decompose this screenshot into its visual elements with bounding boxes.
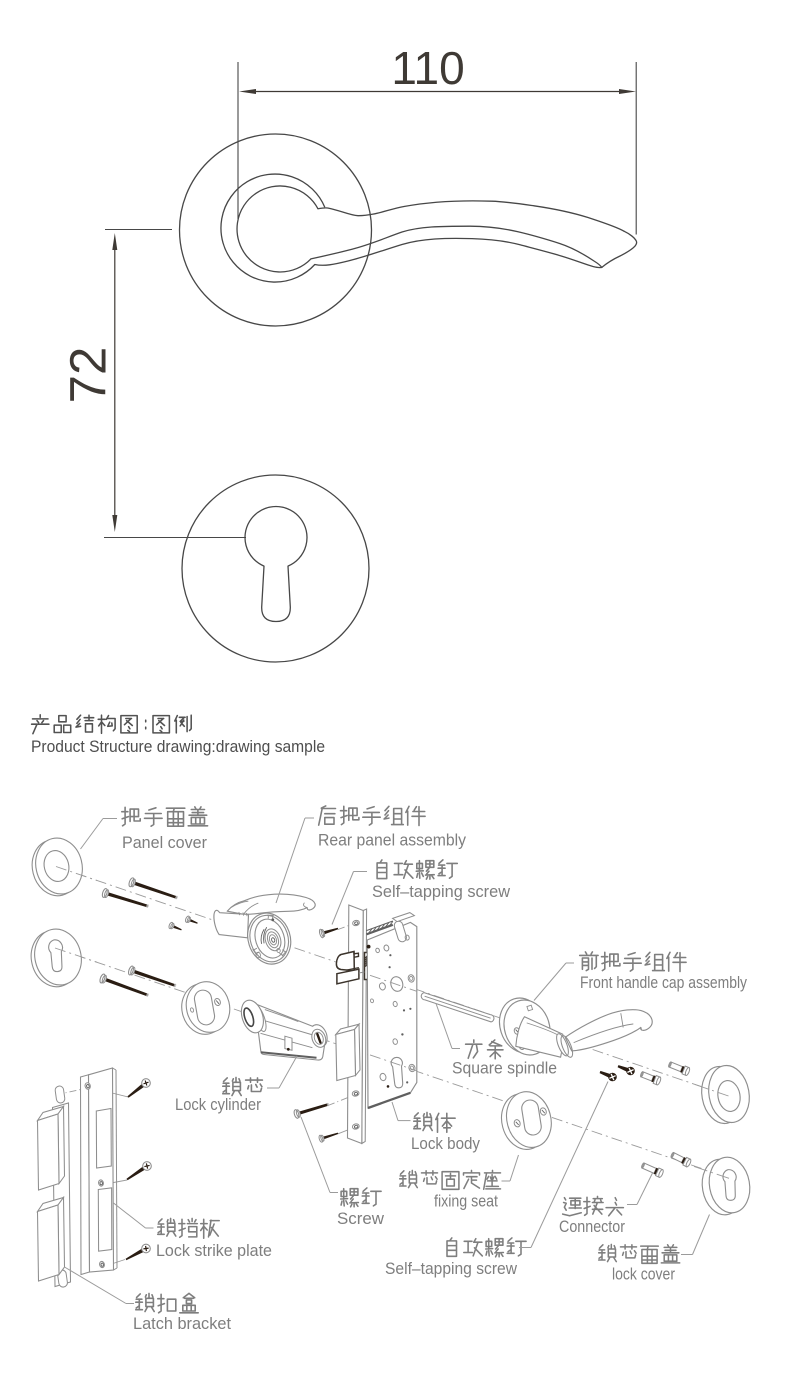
svg-text:lock cover: lock cover bbox=[612, 1266, 675, 1284]
svg-text:Rear panel assembly: Rear panel assembly bbox=[318, 832, 467, 850]
svg-text:Latch bracket: Latch bracket bbox=[133, 1315, 231, 1333]
svg-text:Self–tapping screw: Self–tapping screw bbox=[372, 883, 510, 901]
svg-text:Square spindle: Square spindle bbox=[452, 1060, 557, 1078]
svg-text:Connector: Connector bbox=[559, 1218, 625, 1236]
svg-text:110: 110 bbox=[391, 42, 464, 94]
svg-text:Self–tapping screw: Self–tapping screw bbox=[385, 1260, 517, 1278]
svg-text:Product Structure drawing:draw: Product Structure drawing:drawing sample bbox=[31, 738, 325, 756]
svg-text:Lock body: Lock body bbox=[411, 1135, 481, 1153]
svg-text:Screw: Screw bbox=[337, 1210, 384, 1228]
svg-text:Front handle cap assembly: Front handle cap assembly bbox=[580, 974, 748, 992]
svg-text:fixing seat: fixing seat bbox=[434, 1193, 498, 1211]
svg-text:Panel cover: Panel cover bbox=[122, 834, 207, 852]
svg-text:72: 72 bbox=[60, 347, 117, 404]
svg-text:Lock strike plate: Lock strike plate bbox=[156, 1242, 272, 1260]
svg-text:Lock cylinder: Lock cylinder bbox=[175, 1096, 261, 1114]
